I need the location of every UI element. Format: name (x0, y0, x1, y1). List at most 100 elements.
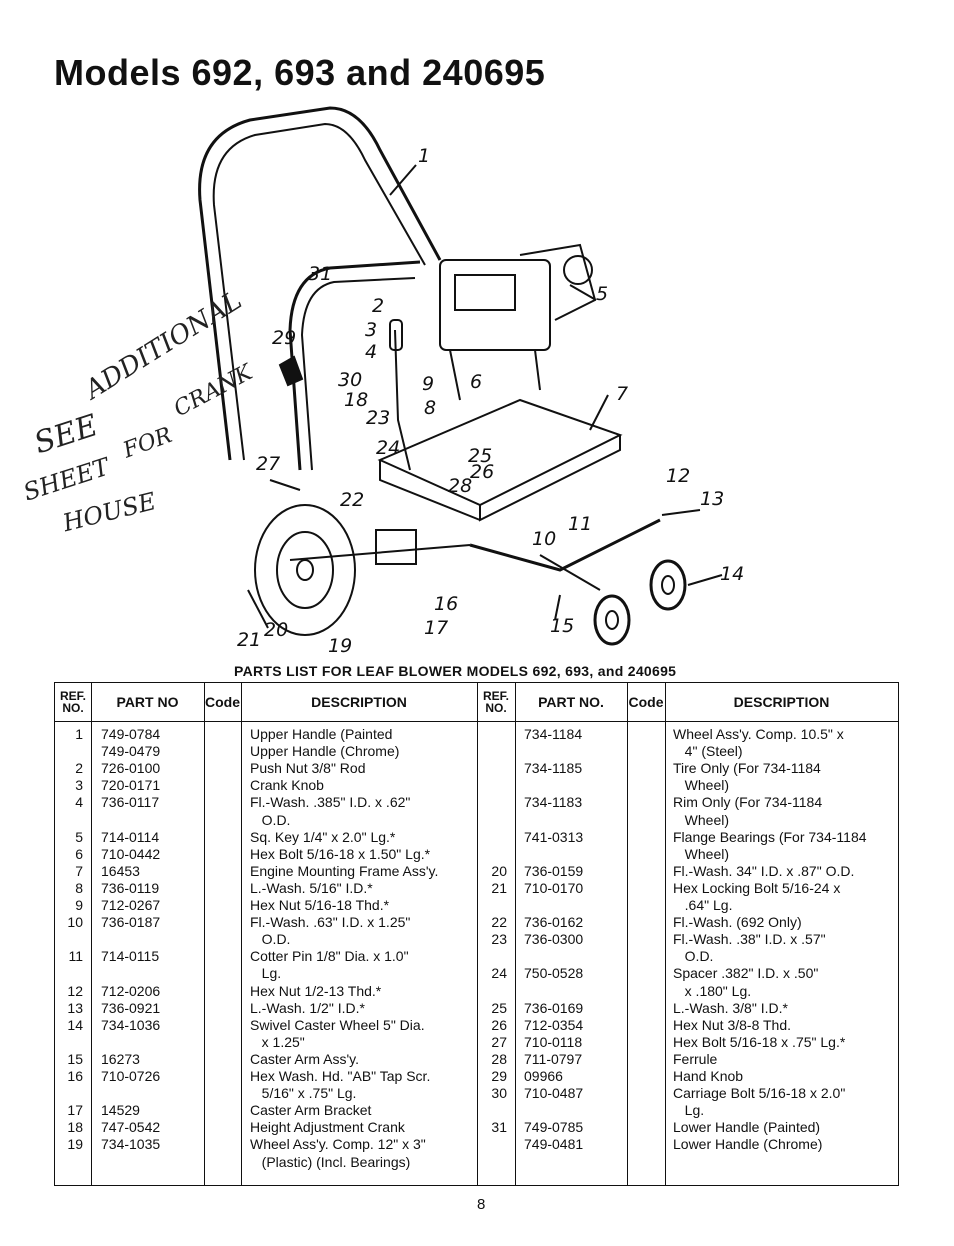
callout-20: 20 (264, 619, 288, 641)
header-divider (55, 721, 898, 722)
row-description: Hex Nut 1/2-13 Thd.* (250, 982, 382, 999)
row-ref-no: 3 (75, 777, 83, 794)
row-part-no: 749-0479 (101, 743, 161, 760)
handwritten-note: SEE ADDITIONAL SHEET FOR CRANK HOUSE (20, 285, 260, 540)
callout-12: 12 (666, 465, 690, 487)
row-part-no: 720-0171 (101, 777, 161, 794)
header-ref-no-2: REF. NO. (477, 683, 515, 721)
row-description: Fl.-Wash. (692 Only) (673, 914, 802, 931)
row-part-no: 734-1184 (524, 726, 583, 742)
row-ref-no: 15 (67, 1050, 83, 1067)
row-part-no: 710-0442 (101, 845, 161, 862)
header-description-2: DESCRIPTION (733, 694, 830, 710)
row-ref-no: 19 (67, 1136, 83, 1153)
callout-5: 5 (596, 283, 608, 305)
note-word-for: FOR (120, 422, 176, 464)
callout-10: 10 (532, 528, 556, 550)
row-description: O.D. (673, 948, 714, 965)
row-ref-no: 12 (67, 982, 83, 999)
row-description: Crank Knob (250, 777, 324, 794)
header-part-no-2: PART NO. (538, 694, 604, 710)
header-code-2: Code (628, 694, 664, 710)
row-part-no: 714-0114 (101, 828, 160, 845)
callout-7: 7 (616, 383, 628, 405)
row-description: Caster Arm Ass'y. (250, 1050, 359, 1067)
row-part-no: 734-1036 (101, 1016, 161, 1033)
callout-6: 6 (470, 371, 482, 393)
callout-2: 2 (372, 295, 384, 317)
row-part-no: 734-1185 (524, 760, 583, 777)
row-description: Tire Only (For 734-1184 (673, 760, 821, 777)
row-ref-no: 26 (491, 1016, 507, 1033)
row-description: (Plastic) (Incl. Bearings) (250, 1153, 411, 1170)
header-ref2-line1: REF. (482, 689, 509, 703)
row-ref-no: 20 (491, 862, 507, 879)
row-part-no: 736-0119 (101, 879, 160, 896)
column-divider (627, 683, 628, 1185)
row-ref-no: 11 (68, 948, 83, 965)
row-description: Upper Handle (Chrome) (250, 743, 400, 760)
row-ref-no: 14 (67, 1016, 83, 1033)
row-part-no: 714-0115 (101, 948, 160, 965)
callout-31: 31 (308, 263, 332, 285)
row-ref-no: 24 (491, 965, 507, 982)
parts-table: REF. NO. PART NO Code DESCRIPTION REF. N… (54, 682, 899, 1186)
callout-11: 11 (568, 513, 592, 535)
callout-26: 26 (470, 461, 494, 483)
row-part-no: 741-0313 (524, 828, 584, 845)
row-description: Fl.-Wash. .63" I.D. x 1.25" (250, 914, 411, 931)
row-part-no: 710-0118 (524, 1033, 583, 1050)
row-part-no: 734-1183 (524, 794, 583, 811)
callout-8: 8 (424, 397, 436, 419)
page-number: 8 (477, 1196, 486, 1213)
row-ref-no: 21 (491, 879, 507, 896)
row-part-no: 726-0100 (101, 760, 161, 777)
exploded-parts-diagram: 1 2 3 4 5 6 7 8 9 10 11 12 13 14 15 16 1… (198, 106, 744, 657)
row-part-no: 736-0162 (524, 914, 584, 931)
row-ref-no: 5 (75, 828, 83, 845)
parts-list-title: PARTS LIST FOR LEAF BLOWER MODELS 692, 6… (234, 663, 677, 679)
row-part-no: 750-0528 (524, 965, 584, 982)
callout-3: 3 (365, 319, 377, 341)
row-description: Wheel Ass'y. Comp. 12" x 3" (250, 1136, 426, 1153)
column-divider (241, 683, 242, 1185)
row-description: 4" (Steel) (673, 743, 743, 760)
row-description: Wheel) (673, 777, 730, 794)
row-part-no: 712-0354 (524, 1016, 584, 1033)
callout-23: 23 (366, 407, 390, 429)
row-description: Hex Nut 3/8-8 Thd. (673, 1016, 792, 1033)
callout-21: 21 (237, 629, 261, 651)
row-description: Ferrule (673, 1050, 718, 1067)
row-description: Lower Handle (Painted) (673, 1119, 821, 1136)
row-part-no: 16273 (101, 1050, 140, 1067)
row-ref-no: 28 (491, 1050, 507, 1067)
row-description: Cotter Pin 1/8" Dia. x 1.0" (250, 948, 409, 965)
row-description: Rim Only (For 734-1184 (673, 794, 823, 811)
row-description: x .180" Lg. (673, 982, 752, 999)
row-description: Lg. (673, 1102, 705, 1119)
callout-15: 15 (550, 615, 574, 637)
row-description: Carriage Bolt 5/16-18 x 2.0" (673, 1085, 846, 1102)
row-part-no: 749-0785 (524, 1119, 584, 1136)
callout-25: 25 (468, 445, 492, 467)
row-description: L.-Wash. 5/16" I.D.* (250, 879, 373, 896)
callout-24: 24 (376, 437, 400, 459)
row-ref-no: 31 (491, 1119, 507, 1136)
row-ref-no: 30 (491, 1085, 507, 1102)
row-ref-no: 1 (75, 726, 83, 742)
row-description: O.D. (250, 931, 291, 948)
row-description: Hex Wash. Hd. "AB" Tap Scr. (250, 1068, 431, 1084)
row-ref-no: 6 (75, 845, 83, 862)
header-part-no: PART NO (116, 694, 179, 710)
row-part-no: 710-0726 (101, 1068, 161, 1084)
row-description: Swivel Caster Wheel 5" Dia. (250, 1016, 425, 1033)
row-part-no: 749-0784 (101, 726, 161, 742)
callout-1: 1 (418, 145, 430, 167)
callout-22: 22 (340, 489, 364, 511)
row-part-no: 736-0159 (524, 862, 584, 879)
header-ref-line2: NO. (62, 701, 84, 715)
callout-9: 9 (422, 373, 434, 395)
row-part-no: 736-0169 (524, 999, 584, 1016)
row-ref-no: 4 (75, 794, 83, 811)
header-ref2-line2: NO. (485, 701, 507, 715)
